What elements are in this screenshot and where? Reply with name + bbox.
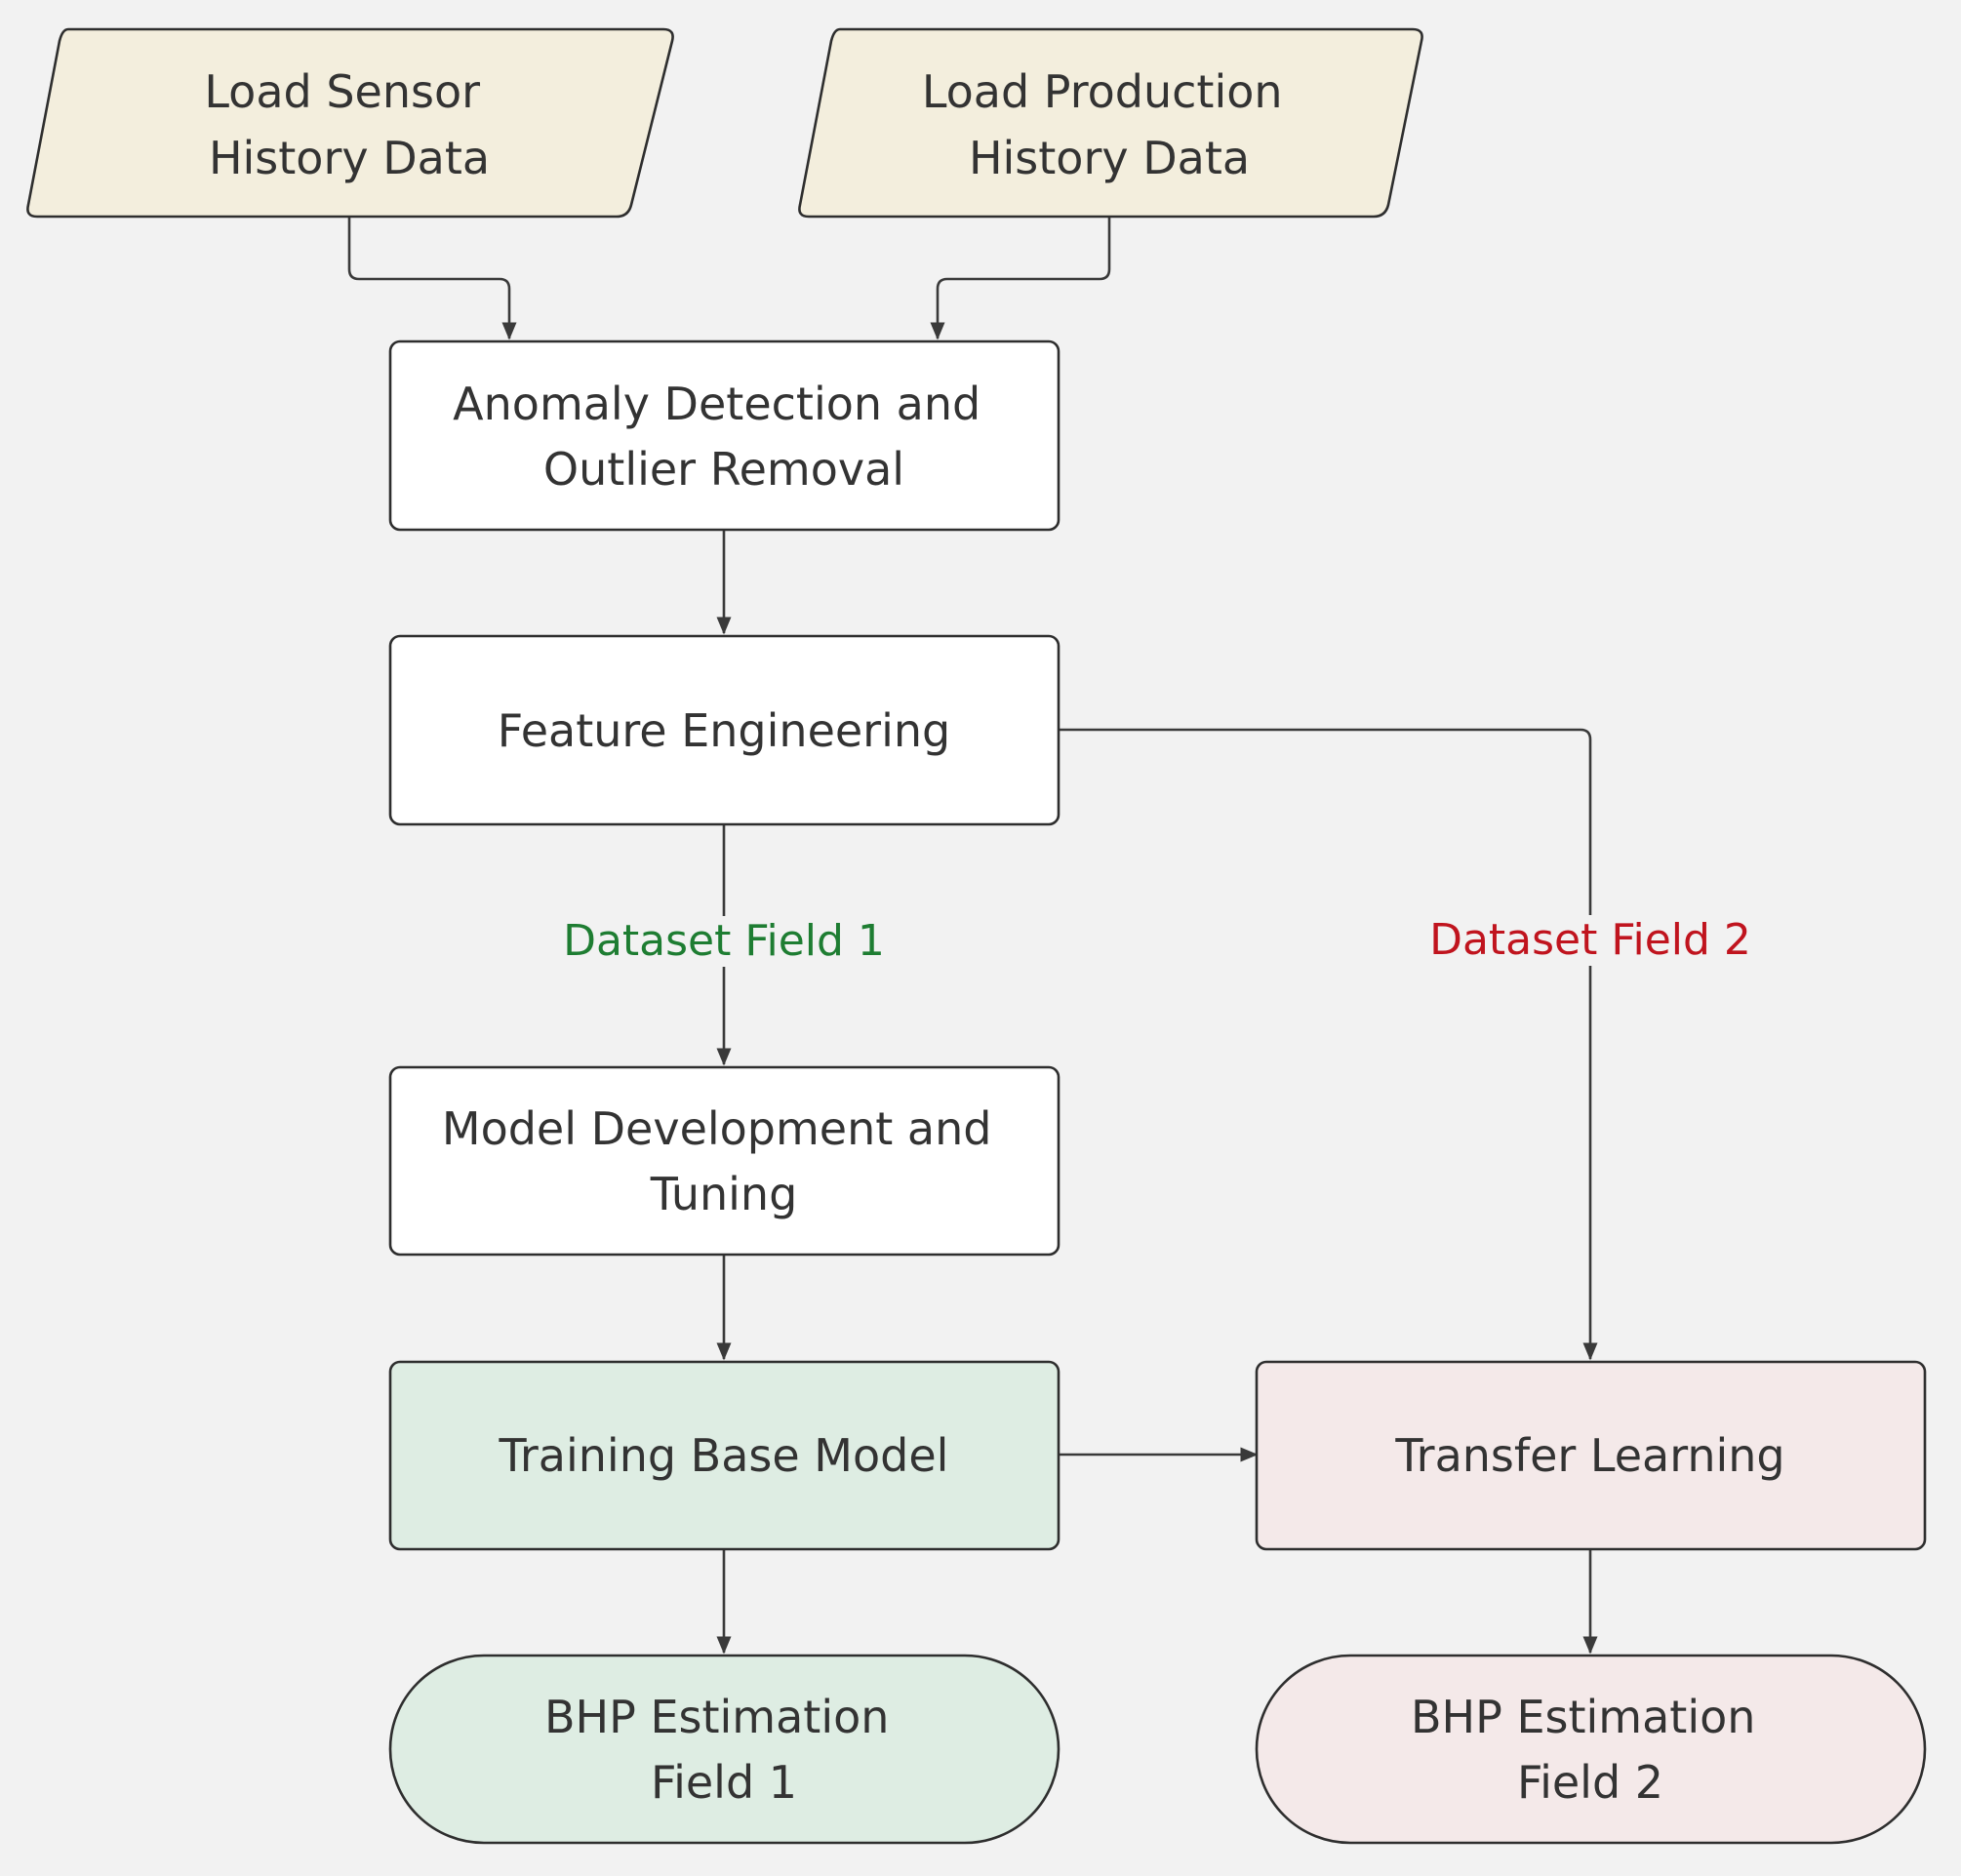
node-model-dev-line1: Model Development and xyxy=(442,1102,992,1155)
node-load-production-line1: Load Production xyxy=(922,65,1283,118)
process-box-shape xyxy=(388,1065,1061,1257)
process-box-shape xyxy=(388,339,1061,532)
node-load-sensor-line2: History Data xyxy=(209,132,490,184)
node-bhp-field2-line1: BHP Estimation xyxy=(1411,1691,1755,1743)
node-bhp-field2[interactable]: BHP Estimation Field 2 xyxy=(1255,1654,1927,1845)
node-anomaly-detection[interactable]: Anomaly Detection and Outlier Removal xyxy=(388,339,1061,532)
edge-feature-to-transfer xyxy=(1059,728,1590,1359)
node-training-base-model-label: Training Base Model xyxy=(499,1429,949,1482)
svg-text:BHP Estimation Field 1: BHP Estimation Field 1 xyxy=(544,1691,903,1809)
edge-label-dataset-field1: Dataset Field 1 xyxy=(563,916,885,966)
input-parallelogram-shape xyxy=(26,27,674,219)
node-bhp-field2-line2: Field 2 xyxy=(1517,1756,1663,1809)
node-bhp-field1[interactable]: BHP Estimation Field 1 xyxy=(388,1654,1061,1845)
svg-text:Anomaly Detection and Ou: Anomaly Detection and Outlier Removal xyxy=(453,378,995,496)
node-transfer-learning[interactable]: Transfer Learning xyxy=(1255,1360,1927,1551)
process-box-shape xyxy=(1255,1360,1927,1551)
svg-text:BHP Estimation Field 2: BHP Estimation Field 2 xyxy=(1411,1691,1770,1809)
node-transfer-learning-label: Transfer Learning xyxy=(1394,1429,1784,1482)
node-model-development[interactable]: Model Development and Tuning xyxy=(388,1065,1061,1257)
svg-text:Load Sensor History Data: Load Sensor History Data xyxy=(204,65,494,184)
svg-text:Model Development and Tu: Model Development and Tuning xyxy=(442,1102,1006,1220)
node-load-sensor[interactable]: Load Sensor History Data xyxy=(26,27,674,219)
process-box-shape xyxy=(388,634,1061,826)
node-feature-engineering[interactable]: Feature Engineering xyxy=(388,634,1061,826)
node-load-sensor-line1: Load Sensor xyxy=(204,65,480,118)
node-load-production[interactable]: Load Production History Data xyxy=(798,27,1423,219)
edge-sensor-to-anomaly xyxy=(347,217,517,340)
terminal-shape xyxy=(388,1654,1061,1845)
node-training-base-model[interactable]: Training Base Model xyxy=(388,1360,1061,1551)
terminal-shape xyxy=(1255,1654,1927,1845)
edges xyxy=(347,217,1590,1655)
node-model-dev-line2: Tuning xyxy=(650,1168,798,1220)
node-bhp-field1-line2: Field 1 xyxy=(651,1756,797,1809)
edge-label-dataset-field2: Dataset Field 2 xyxy=(1429,915,1751,965)
node-anomaly-line2: Outlier Removal xyxy=(543,443,904,496)
node-bhp-field1-line1: BHP Estimation xyxy=(544,1691,889,1743)
svg-text:Load Production History: Load Production History Data xyxy=(922,65,1297,184)
edge-production-to-anomaly xyxy=(930,217,1111,340)
input-parallelogram-shape xyxy=(798,27,1423,219)
process-box-shape xyxy=(388,1360,1061,1551)
node-load-production-line2: History Data xyxy=(969,132,1250,184)
node-anomaly-line1: Anomaly Detection and xyxy=(453,378,980,430)
node-feature-engineering-label: Feature Engineering xyxy=(498,704,950,757)
